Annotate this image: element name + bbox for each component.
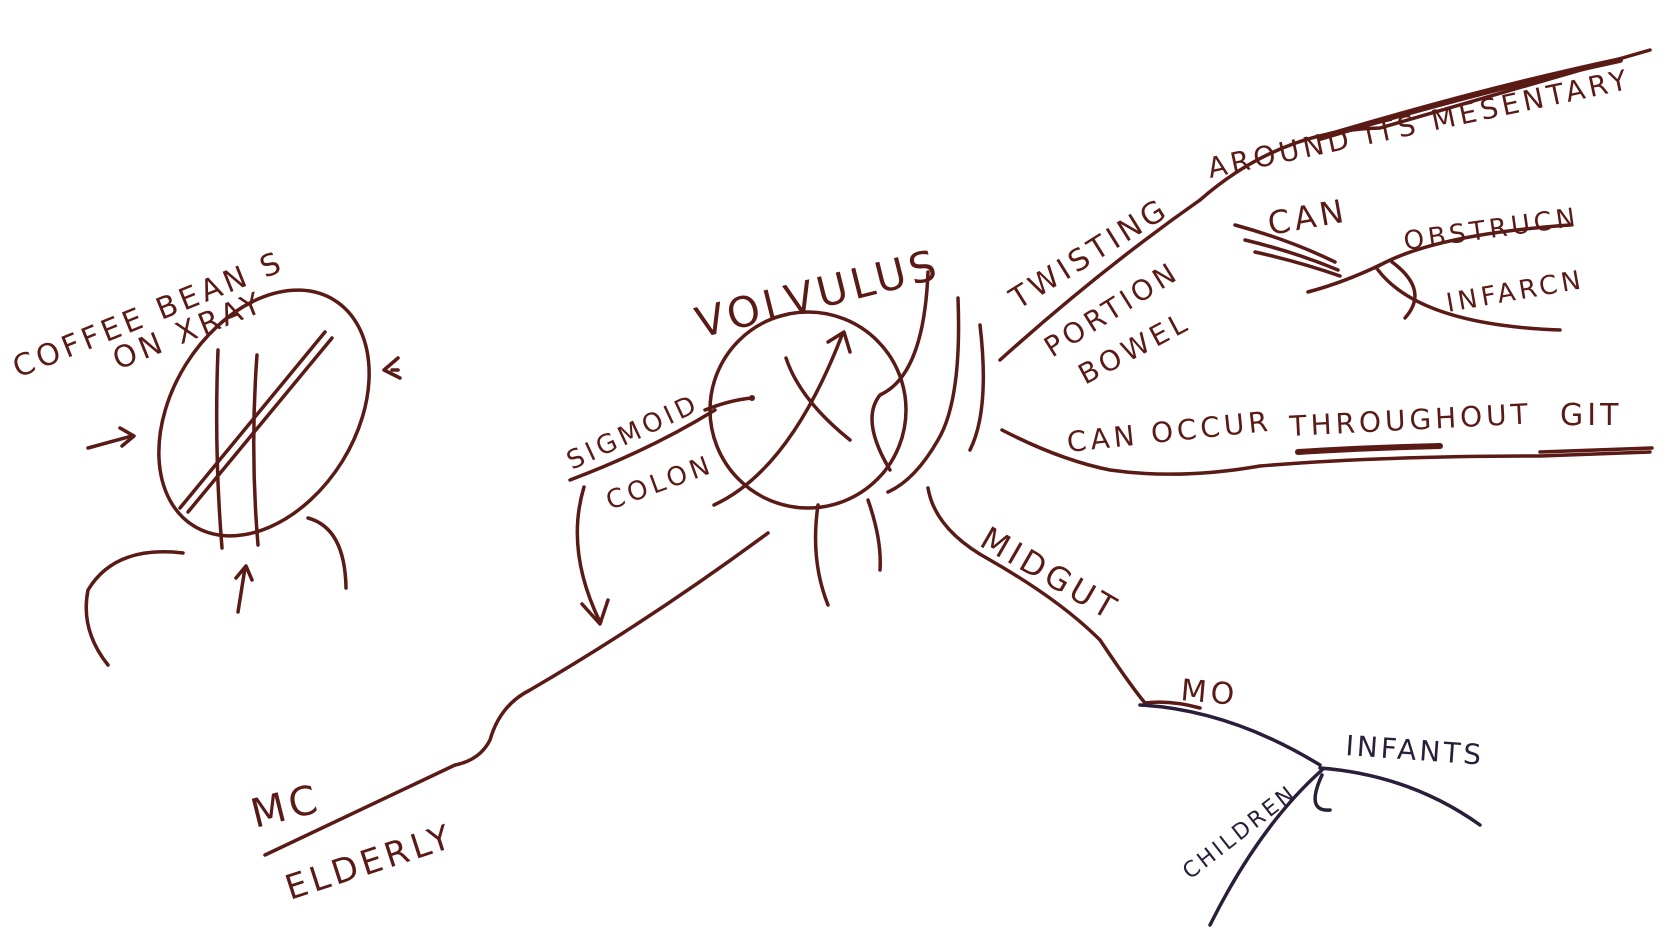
can-label: CAN xyxy=(1265,192,1351,243)
bean-diagonal-line-1 xyxy=(180,332,325,508)
sigmoid-down-arrow xyxy=(577,487,600,622)
bean-body-curve-left xyxy=(86,552,183,665)
infants-branch xyxy=(1320,768,1480,825)
git-label: GIT xyxy=(1560,398,1622,433)
infants-label: INFANTS xyxy=(1345,729,1486,772)
sigmoid-pointer-dot xyxy=(749,395,755,401)
branch-curve-join xyxy=(1392,262,1415,318)
bean-vertical-line-1 xyxy=(217,350,222,548)
bowel-leg-1 xyxy=(816,505,828,605)
arrow-right-head xyxy=(384,358,400,378)
throughout-label: THROUGHOUT xyxy=(1288,397,1533,443)
mo-label: MO xyxy=(1179,673,1239,713)
mc-branch xyxy=(265,533,768,855)
mesentary-label: AROUND ITS MESENTARY xyxy=(1205,63,1634,185)
bowel-leg-2 xyxy=(868,500,880,570)
mo-branch xyxy=(1140,705,1320,765)
volvulus-label: VOLVULUS xyxy=(691,240,945,348)
midgut-label: MIDGUT xyxy=(974,519,1126,629)
elderly-label: ELDERLY xyxy=(280,816,459,908)
infarction-label: INFARCN xyxy=(1444,265,1587,319)
bean-body-curve-right xyxy=(308,518,346,588)
can-occur-label: CAN OCCUR xyxy=(1065,405,1273,459)
children-hook xyxy=(1315,775,1330,810)
bean-vertical-line-2 xyxy=(254,355,258,545)
obstruction-label: OBSTRUCN xyxy=(1402,203,1581,257)
twist-arrow-curve xyxy=(714,335,842,505)
throughout-underline xyxy=(1298,446,1440,452)
bean-diagonal-line-2 xyxy=(188,338,332,512)
mc-label: MC xyxy=(246,776,325,838)
twist-band-3 xyxy=(970,325,983,450)
